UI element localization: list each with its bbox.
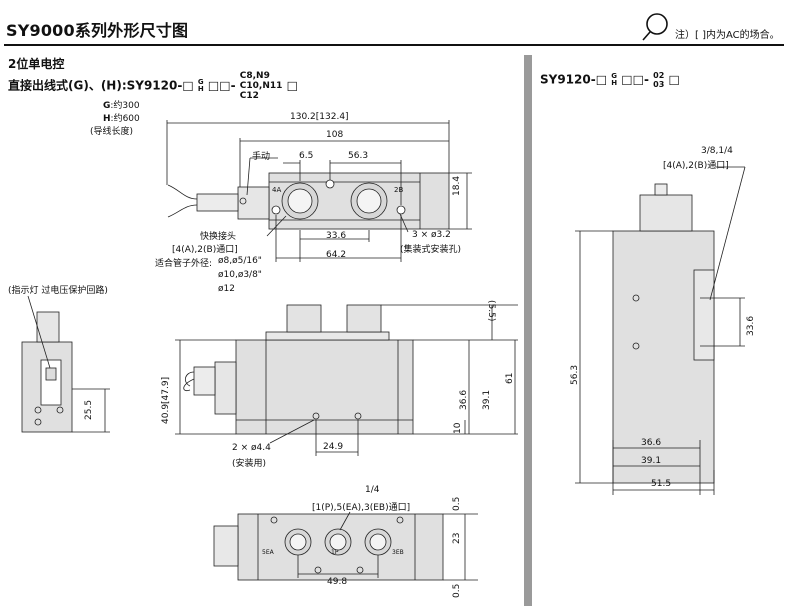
- dim-0-5-bottom: 0.5: [452, 583, 462, 598]
- lead-h-text: :约600: [110, 114, 140, 124]
- dim-39-1: 39.1: [482, 389, 492, 410]
- heading-model: 直接出线式(G)、(H):SY9120-□ G H □□- C8,N9 C10,…: [8, 71, 298, 101]
- right-heading-prefix: SY9120-□: [540, 72, 608, 87]
- dim-61: 61: [505, 372, 515, 384]
- port-4a-label: 4A: [272, 186, 282, 194]
- fitting-tube-label: 适合管子外径:: [155, 259, 213, 269]
- right-heading-h: H: [611, 79, 618, 87]
- dim-6-5: 6.5: [299, 151, 314, 161]
- front-holes-note: (安装用): [232, 459, 267, 469]
- right-heading-gh: G H: [611, 73, 617, 87]
- heading-g: G: [197, 78, 204, 86]
- right-heading-options: 02 03: [653, 71, 664, 89]
- right-option-03: 03: [653, 80, 665, 89]
- fitting-ports: [4(A),2(B)通口]: [172, 245, 238, 255]
- heading-gh: G H: [198, 79, 204, 93]
- port-1p: 1P: [331, 549, 339, 556]
- side-dim-39-1: 39.1: [641, 456, 662, 466]
- dim-23: 23: [452, 532, 462, 544]
- port-5ea: 5EA: [262, 549, 274, 556]
- lead-h: H:约600: [103, 111, 140, 124]
- manual-label: 手动: [252, 152, 271, 162]
- front-view-body: [235, 339, 414, 435]
- side-dim-33-6: 33.6: [746, 315, 756, 336]
- magnifier-icon: [642, 13, 668, 41]
- heading-options: C8,N9 C10,N11 C12: [240, 71, 283, 101]
- mounting-holes-note: (集装式安装孔): [400, 245, 462, 255]
- dim-24-9: 24.9: [323, 442, 344, 452]
- heading-model-prefix: 直接出线式(G)、(H):SY9120-□: [8, 78, 194, 93]
- dim-0-5-top: 0.5: [452, 496, 462, 511]
- dim-49-8: 49.8: [327, 577, 348, 587]
- right-heading-model: SY9120-□ G H □□- 02 03 □: [540, 71, 680, 89]
- dim-108: 108: [326, 130, 344, 140]
- option-c12: C12: [239, 91, 259, 101]
- dim-56-3: 56.3: [348, 151, 369, 161]
- side-dim-36-6: 36.6: [641, 438, 662, 448]
- right-option-02: 02: [653, 71, 665, 80]
- dim-10: 10: [453, 422, 463, 434]
- side-dim-56-3: 56.3: [570, 364, 580, 385]
- dim-36-6: 36.6: [459, 389, 469, 410]
- option-c10: C10,N11: [239, 81, 283, 91]
- bottom-ports: [1(P),5(EA),3(EB)通口]: [312, 503, 411, 513]
- dim-25-5: 25.5: [84, 399, 94, 420]
- lead-g-code: G: [103, 101, 111, 111]
- lead-g: G:约300: [103, 98, 140, 111]
- bottom-view-body: [237, 513, 444, 581]
- lead-g-text: :约300: [110, 101, 140, 111]
- fitting-tube-2: ø10,ø3/8": [218, 270, 262, 280]
- side-thread: 3/8,1/4: [701, 146, 733, 156]
- port-3eb: 3EB: [392, 549, 404, 556]
- side-dim-51-5: 51.5: [651, 479, 672, 489]
- dim-5-5: (5.5): [486, 300, 496, 322]
- heading-h: H: [197, 85, 204, 93]
- title-rule: [4, 44, 784, 46]
- page-title: SY9000系列外形尺寸图: [6, 21, 189, 40]
- mounting-holes: 3 × ø3.2: [412, 230, 451, 240]
- dim-18-4: 18.4: [452, 175, 462, 196]
- dim-total: 130.2[132.4]: [290, 112, 349, 122]
- lead-length-label: (导线长度): [90, 127, 134, 137]
- dim-40-9: 40.9[47.9]: [161, 376, 171, 424]
- dim-64-2: 64.2: [326, 250, 347, 260]
- fitting-title: 快换接头: [200, 232, 237, 242]
- dim-33-6: 33.6: [326, 231, 347, 241]
- bottom-thread: 1/4: [365, 485, 380, 495]
- side-ports: [4(A),2(B)通口]: [663, 161, 729, 171]
- right-heading-g: G: [611, 72, 618, 80]
- heading-model-suffix: □: [286, 78, 298, 93]
- port-2b-label: 2B: [394, 186, 404, 194]
- fitting-tube-3: ø12: [218, 284, 235, 294]
- right-heading-mid: □□-: [621, 72, 649, 87]
- fitting-tube-1: ø8,ø5/16": [218, 256, 262, 266]
- front-holes: 2 × ø4.4: [232, 443, 271, 453]
- option-c8: C8,N9: [239, 71, 270, 81]
- lead-h-code: H: [103, 114, 111, 124]
- right-heading-suffix: □: [668, 72, 680, 87]
- heading-type: 2位单电控: [8, 57, 65, 71]
- indicator-label: (指示灯 过电压保护回路): [8, 286, 108, 296]
- heading-model-mid: □□-: [207, 78, 236, 93]
- note-text: 注）[ ]内为AC的场合。: [675, 30, 780, 41]
